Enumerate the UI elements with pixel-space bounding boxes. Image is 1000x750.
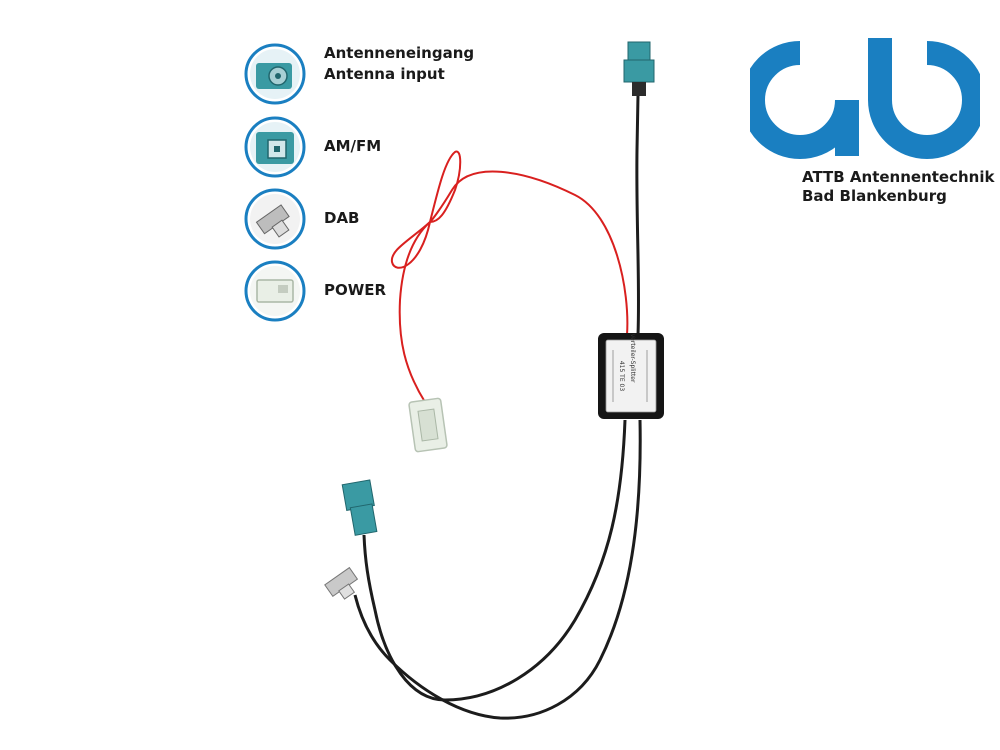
amfm-fakra-connector [341,479,378,536]
power-plug [408,397,448,453]
fakra-antenna-input-icon [244,43,306,105]
dab-angled-connector [324,566,359,600]
legend-amfm-label: AM/FM [324,137,382,155]
antenna-input-cable [635,94,641,336]
power-plug-connector-icon [244,260,306,322]
attb-logo [741,38,986,159]
company-name: ATTB Antennentechnik Bad Blankenburg [802,168,994,206]
dab-output-cable [353,419,642,720]
antenna-input-fakra-connector [623,41,655,96]
legend-amfm: AM/FM [244,116,544,178]
legend-dab: DAB [244,188,544,250]
company-name-line-2: Bad Blankenburg [802,187,947,205]
legend-dab-label: DAB [324,209,360,227]
splitter-label-line-1: Verteiler-Splitter [629,334,636,383]
legend-antenna-line-1: Antenneneingang [324,44,475,62]
amfm-output-cable [362,419,627,702]
legend-power-label: POWER [324,281,387,299]
fakra-amfm-connector-icon [244,116,306,178]
legend-antenna-line-2: Antenna input [324,65,445,83]
legend-antenna-input-label: Antenneneingang Antenna input [324,43,474,85]
brand-block: ATTB Antennentechnik Bad Blankenburg [741,38,994,213]
company-name-line-1: ATTB Antennentechnik [802,168,995,186]
power-wire [429,170,629,336]
power-wire-loop [390,150,462,269]
power-wire-tail [398,221,431,403]
legend-power: POWER [244,260,544,322]
smb-angled-dab-connector-icon [244,188,306,250]
splitter-label-line-2: 415 TE 03 [618,361,625,392]
legend-antenna-input: Antenneneingang Antenna input [244,43,544,105]
splitter-box: Verteiler-Splitter 415 TE 03 [598,333,664,419]
